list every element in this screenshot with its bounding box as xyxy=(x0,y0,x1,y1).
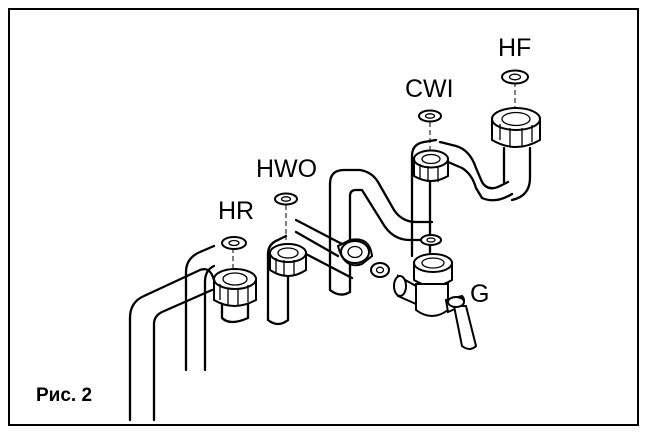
washer-hr xyxy=(221,236,247,250)
label-hwo: HWO xyxy=(256,155,317,183)
washer-hf xyxy=(501,69,529,85)
nut-hwo xyxy=(269,243,307,277)
nut-hf xyxy=(491,107,541,148)
pipe-hr xyxy=(128,244,250,422)
washer-side xyxy=(370,262,390,278)
pipe-middle xyxy=(328,168,434,296)
nut-cwi xyxy=(413,149,449,182)
washer-g xyxy=(420,234,442,246)
washer-cwi xyxy=(418,109,442,123)
nut-hr xyxy=(213,268,257,307)
pipe-cwi xyxy=(410,138,532,264)
label-hr: HR xyxy=(218,197,254,225)
figure-frame xyxy=(8,8,639,426)
label-cwi: CWI xyxy=(405,75,454,103)
washer-hwo xyxy=(274,192,298,206)
label-hf: HF xyxy=(498,34,531,62)
nut-side xyxy=(336,238,374,267)
valve-g xyxy=(393,253,478,350)
figure-caption: Рис. 2 xyxy=(36,385,92,406)
label-g: G xyxy=(470,280,489,308)
